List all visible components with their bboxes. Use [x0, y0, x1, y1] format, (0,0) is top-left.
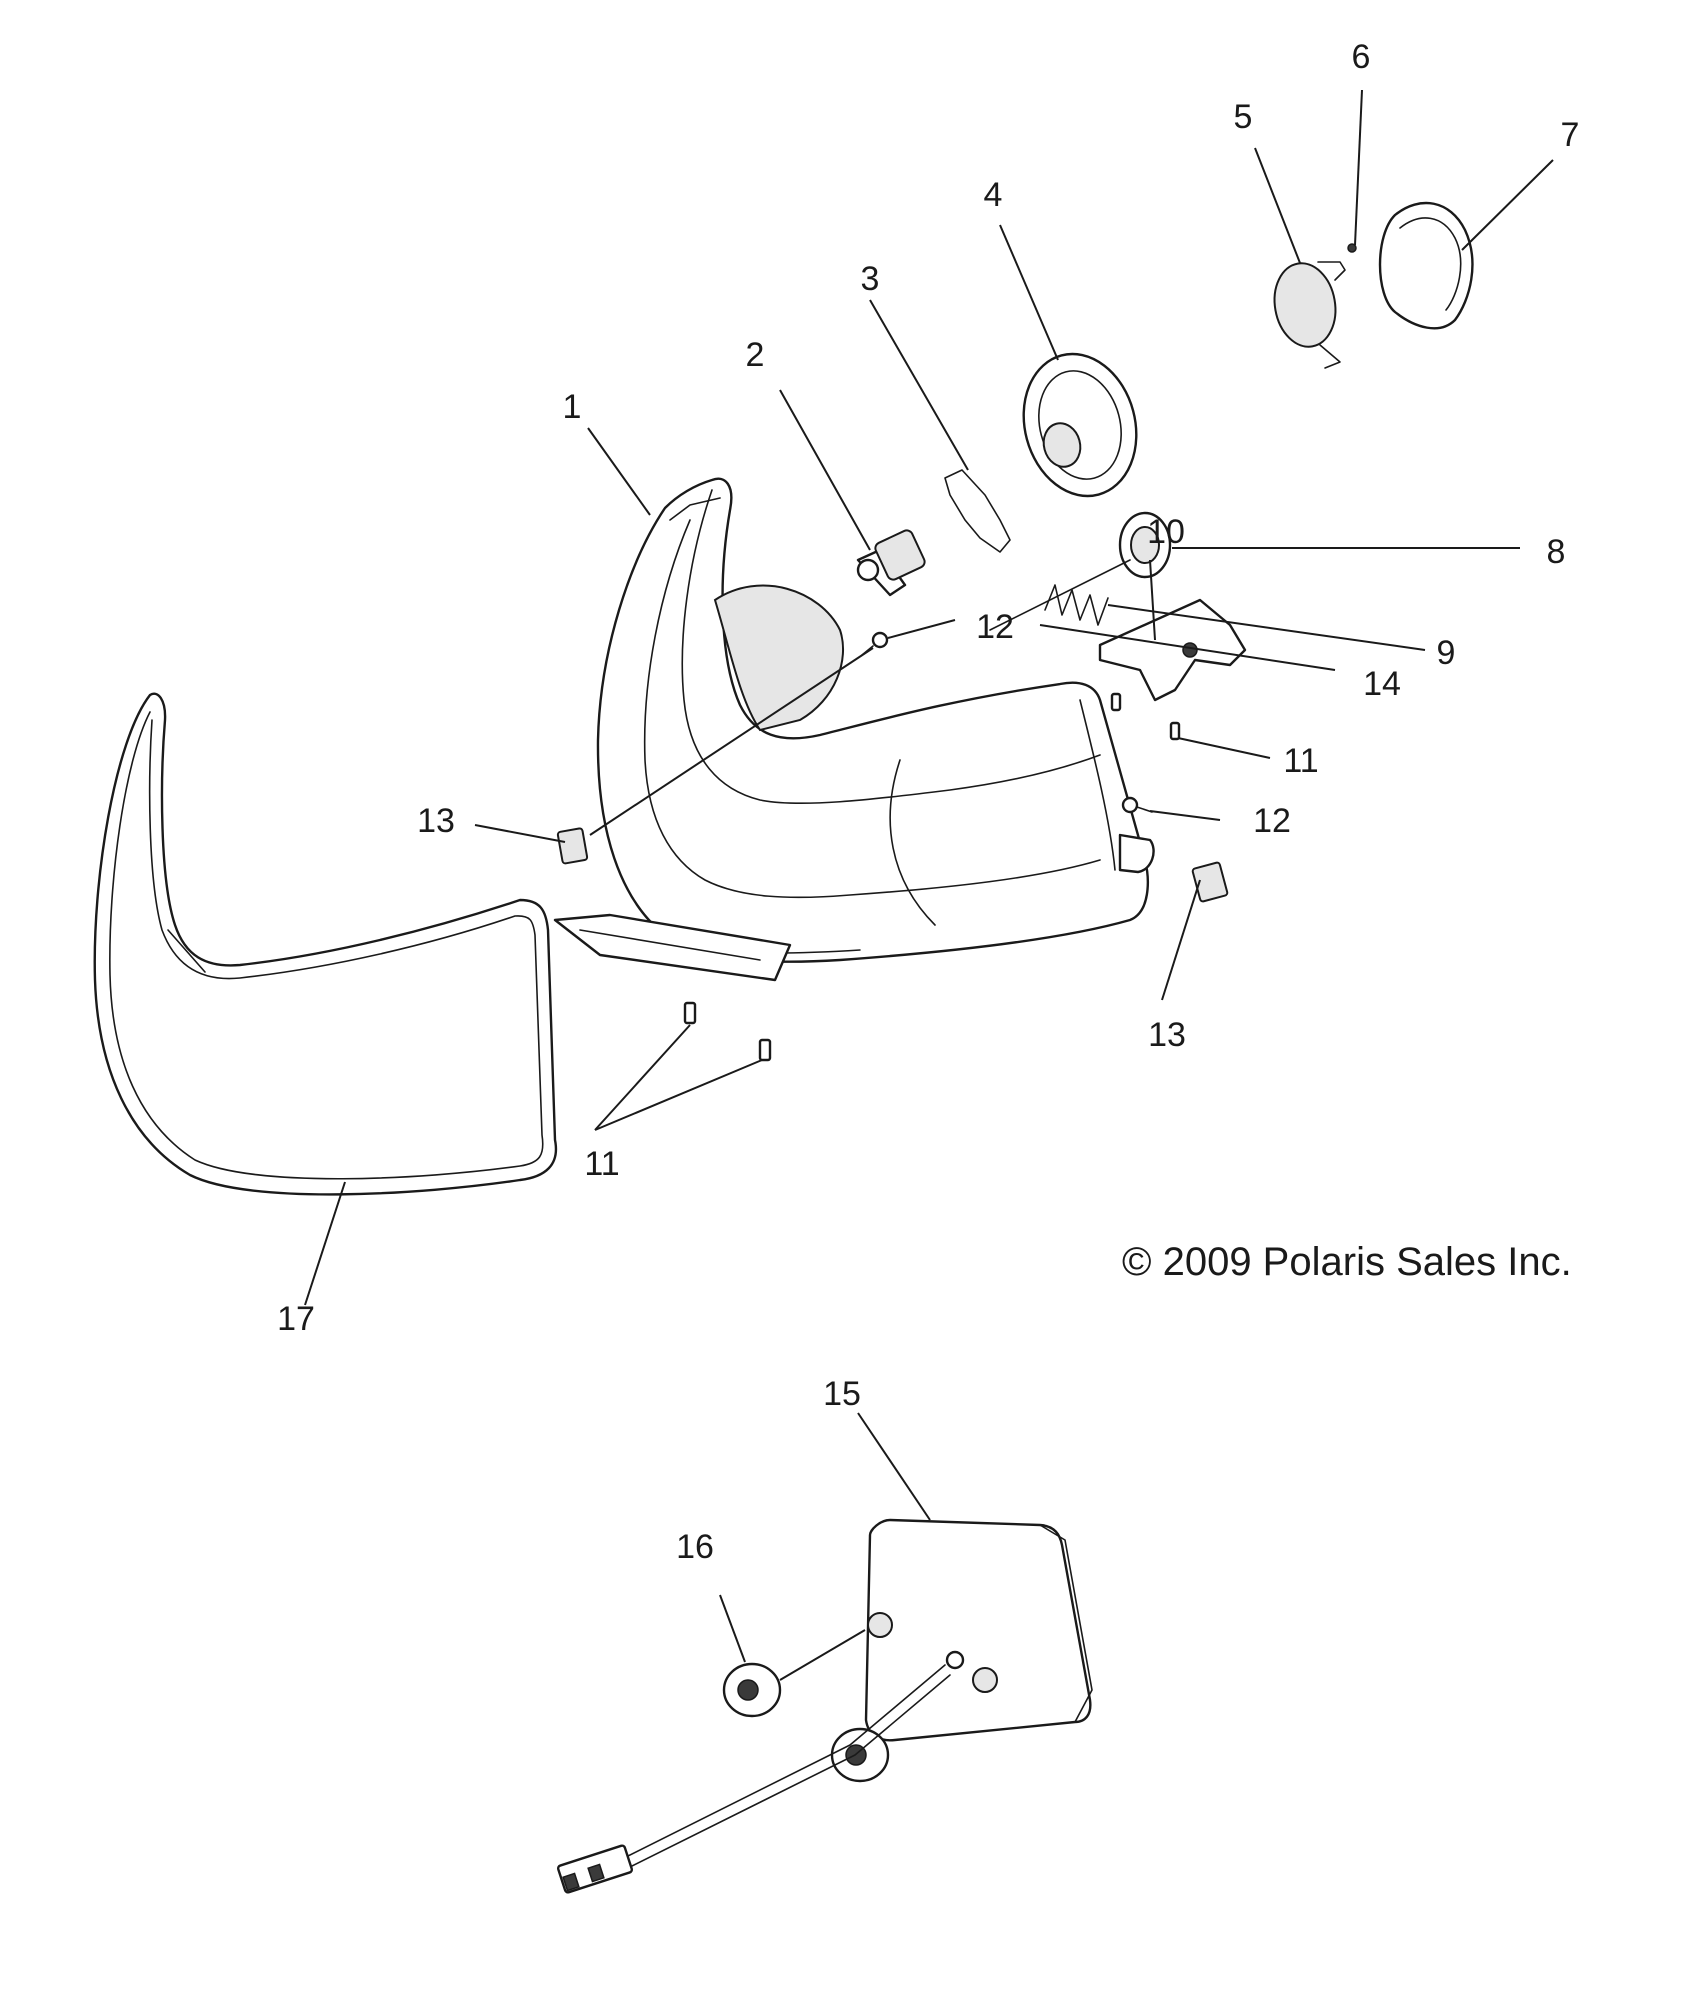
callout-3: 3 — [861, 260, 880, 298]
copyright-notice: © 2009 Polaris Sales Inc. — [1122, 1240, 1572, 1284]
leader-11-a — [1177, 737, 1271, 759]
leader-13-a — [474, 824, 566, 843]
callout-8: 8 — [1547, 533, 1566, 571]
leader-12-c — [589, 647, 874, 836]
part-16-grommets — [722, 1662, 890, 1783]
callout-13-a: 13 — [417, 802, 455, 840]
callout-4: 4 — [984, 176, 1003, 214]
callout-12-b: 12 — [1253, 802, 1291, 840]
leader-6 — [1354, 89, 1363, 246]
leader-12-b — [1149, 810, 1221, 821]
part-9-spring — [1044, 584, 1109, 626]
part-7-lens-seal — [1378, 201, 1474, 330]
part-15-tail-light — [864, 1518, 1093, 1742]
callout-15: 15 — [823, 1375, 861, 1413]
leader-3 — [869, 299, 969, 471]
leader-14 — [1039, 624, 1336, 671]
leader-4 — [999, 224, 1059, 361]
callout-7: 7 — [1561, 116, 1580, 154]
leader-13-b — [1161, 879, 1201, 1001]
part-13-clips — [556, 827, 1229, 903]
callout-numbers: 1 2 3 4 5 6 7 8 9 10 14 11 11 12 12 13 1… — [277, 38, 1579, 1566]
leader-lines — [304, 89, 1554, 1681]
part-2-bulb — [856, 529, 926, 597]
callout-6: 6 — [1352, 38, 1371, 76]
callout-1: 1 — [563, 388, 582, 426]
leader-15 — [857, 1412, 931, 1521]
part-5-lamp-lens — [1273, 261, 1346, 369]
leader-7 — [1461, 159, 1554, 251]
callout-11-a: 11 — [1283, 742, 1318, 780]
callout-2: 2 — [746, 336, 765, 374]
callout-17: 17 — [277, 1300, 315, 1338]
callout-16: 16 — [676, 1528, 714, 1566]
leader-16-b — [779, 1629, 866, 1681]
wiring-harness — [556, 1664, 951, 1894]
leader-11-b — [594, 1024, 691, 1131]
leader-16-a — [719, 1594, 746, 1663]
leader-11-c — [594, 1059, 763, 1131]
leader-12-a — [887, 619, 956, 639]
part-12-bolts — [861, 631, 1153, 814]
callout-11-b: 11 — [584, 1145, 619, 1183]
part-8-adjuster-knob — [1118, 511, 1172, 579]
callout-14: 14 — [1363, 665, 1401, 703]
callout-13-b: 13 — [1148, 1016, 1186, 1054]
part-4-reflector-cap — [1022, 352, 1138, 498]
leader-9 — [1107, 604, 1426, 651]
leader-5 — [1254, 147, 1301, 264]
leader-1 — [587, 427, 651, 516]
callout-10: 10 — [1147, 513, 1185, 551]
leader-17 — [304, 1181, 346, 1306]
part-11-screws — [683, 692, 1181, 1062]
part-1-headlight-housing — [553, 477, 1155, 982]
leader-10 — [1149, 559, 1156, 641]
part-6-screw — [1347, 243, 1357, 253]
leader-2 — [779, 389, 871, 551]
callout-5: 5 — [1234, 98, 1253, 136]
callout-9: 9 — [1437, 634, 1456, 672]
part-17-gasket — [93, 692, 558, 1196]
part-3-retaining-clip — [944, 469, 1011, 553]
part-14-adjuster-rod — [989, 559, 1131, 631]
callout-12-a: 12 — [976, 608, 1014, 646]
